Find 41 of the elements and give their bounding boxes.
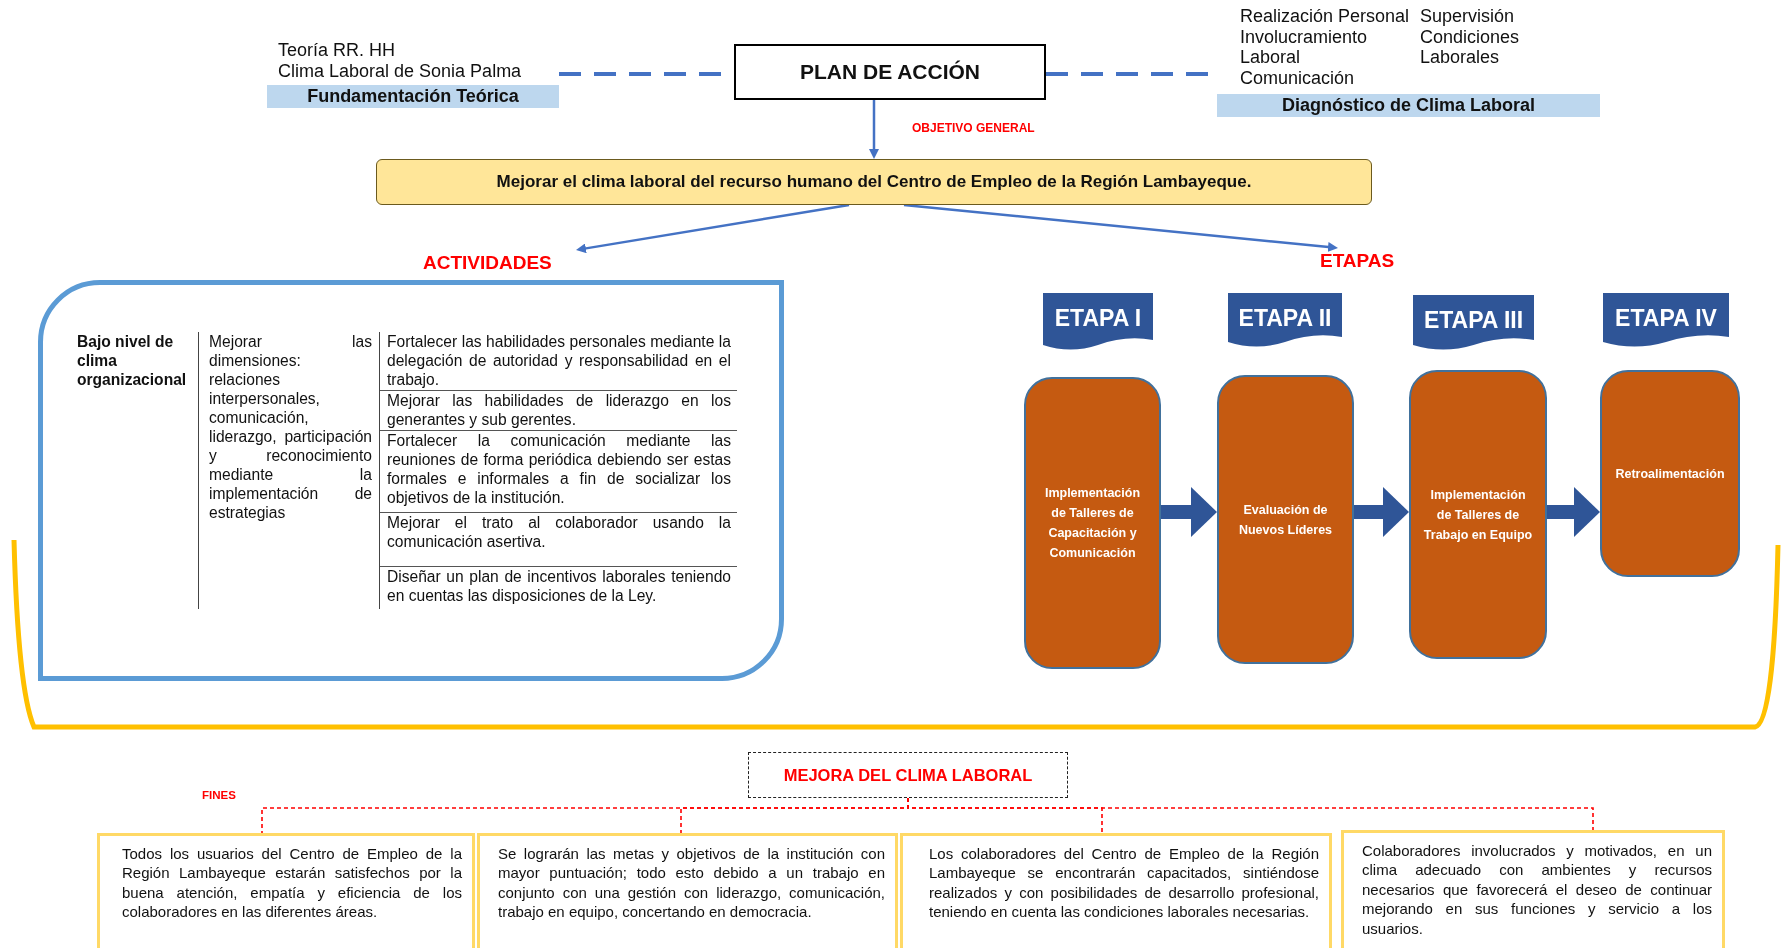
list-item: Condiciones Laborales [1420,26,1521,68]
list-item: Teoría RR. HH [278,40,397,61]
activity-text: Mejorar las habilidades de liderazgo en los generantes y sub gerentes. [380,391,737,431]
stage-banner: ETAPA I [1043,293,1153,351]
section-band: Fundamentación Teórica [267,85,559,108]
stage-box: Implementación de Talleres de Trabajo en Equipo [1409,370,1547,659]
problem-text: Bajo nivel de clima organizacional [77,332,188,390]
list-item: Supervisión [1420,6,1516,27]
block-arrow [1161,487,1217,537]
edge-label: OBJETIVO GENERAL [910,121,1037,135]
outcome-box: Todos los usuarios del Centro de Empleo de la Región Lambayeque estarán satisfechos por la buena atención, empatía y eficiencia de los colaboradores en las diferentes áreas. [97,833,475,948]
list-item: Realización Personal [1240,6,1411,27]
section-heading: ACTIVIDADES [423,252,552,274]
block-arrow [1354,487,1409,537]
outcome-box: Se lograrán las metas y objetivos de la institución con mayor puntuación; todo esto debido a un trabajo en conjunto con una gestión con liderazgo, comunicación, trabajo en equipo, concertando en democracia. [477,833,898,948]
stage-box: Evaluación de Nuevos Líderes [1217,375,1354,664]
list-item: Clima Laboral de Sonia Palma [278,60,523,81]
arrow [903,203,1338,252]
objective-box: Mejorar el clima laboral del recurso humano del Centro de Empleo de la Región Lambayeque. [376,159,1372,205]
arrow [869,100,879,159]
list-item: Comunicación [1240,67,1356,88]
arrow [576,203,850,254]
result-box: MEJORA DEL CLIMA LABORAL [748,752,1068,798]
stage-banner: ETAPA III [1413,295,1534,351]
outcome-box: Colaboradores involucrados y motivados, en un clima adecuado con ambientes y recursos necesarios que favorecerá el deseo de continuar mejorando en sus funciones y servicio a los usuarios. [1341,830,1725,948]
list-item: Involucramiento Laboral [1240,26,1369,68]
stage-box: Implementación de Talleres de Capacitación y Comunicación [1024,377,1161,669]
section-band: Diagnóstico de Clima Laboral [1217,94,1600,117]
section-label: FINES [202,789,236,801]
dimensions-text: Mejorar las dimensiones: relaciones interpersonales, comunicación, liderazgo, participación y reconocimiento mediante la implementación de estrategias [198,332,379,609]
activity-text: Mejorar el trato al colaborador usando la comunicación asertiva. [380,513,737,567]
block-arrow [1547,487,1600,537]
activity-text: Fortalecer la comunicación mediante las reuniones de forma periódica debiendo ser estas formales e informales a fin de socializar los objetivos de la institución. [380,431,737,513]
outcome-box: Los colaboradores del Centro de Empleo de la Región Lambayeque se encontrarán capacitados, sintiéndose realizados y con posibilidades de desarrollo profesional, teniendo en cuenta las condiciones laborales necesarias. [900,833,1332,948]
stage-banner: ETAPA IV [1603,293,1729,348]
activity-text: Diseñar un plan de incentivos laborales teniendo en cuentas las disposiciones de la Ley. [386,567,732,606]
section-heading: ETAPAS [1320,250,1410,274]
stage-box: Retroalimentación [1600,370,1740,577]
title-box: PLAN DE ACCIÓN [734,44,1046,100]
activity-text: Fortalecer las habilidades personales mediante la delegación de autoridad y responsabilidad en el trabajo. [380,332,737,391]
stage-banner: ETAPA II [1228,293,1342,348]
